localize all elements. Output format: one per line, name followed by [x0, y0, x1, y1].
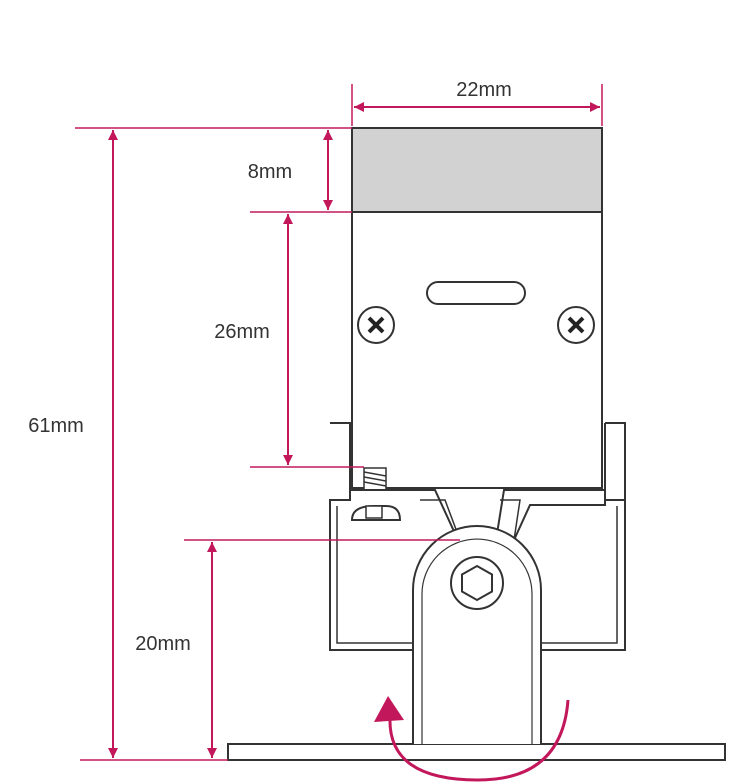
base-plate — [227, 743, 726, 761]
pivot-post — [412, 525, 542, 744]
lock-screw — [350, 505, 402, 521]
label-pivot-height: 20mm — [135, 633, 191, 655]
mount-body — [351, 211, 603, 489]
label-total-height: 61mm — [28, 415, 84, 437]
threaded-stud — [363, 467, 387, 491]
label-body-height: 26mm — [214, 321, 270, 343]
body-foot — [351, 470, 603, 489]
label-cap-height: 8mm — [248, 161, 292, 183]
hex-socket-icon — [450, 556, 504, 610]
rotation-arrow-icon — [374, 696, 570, 782]
cross-screw-icon — [557, 306, 595, 344]
clamp-block — [350, 489, 606, 541]
adjustment-slot — [426, 281, 526, 305]
top-cap — [351, 127, 603, 213]
u-bracket-outer — [329, 422, 626, 651]
cross-screw-icon — [357, 306, 395, 344]
label-width: 22mm — [456, 79, 512, 101]
